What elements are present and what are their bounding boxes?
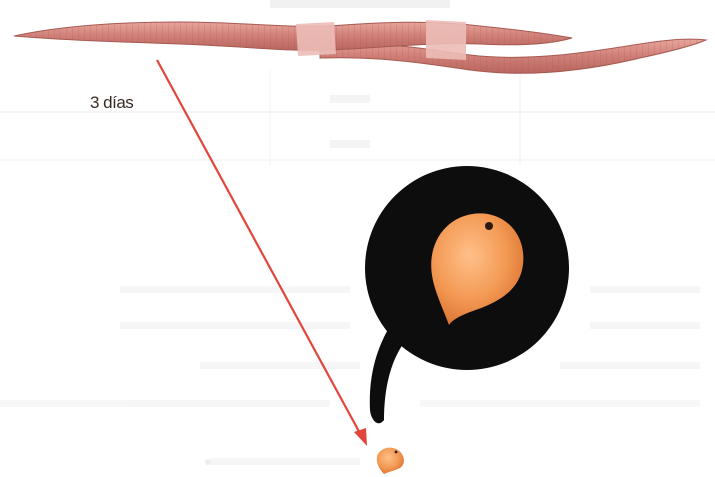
time-elapsed-label: 3 días [90, 93, 133, 113]
faded-background-text [0, 0, 715, 465]
earthworm-pair-icon [14, 20, 706, 73]
time-arrow [157, 60, 367, 446]
cocoon-egg-small-icon [377, 448, 404, 474]
